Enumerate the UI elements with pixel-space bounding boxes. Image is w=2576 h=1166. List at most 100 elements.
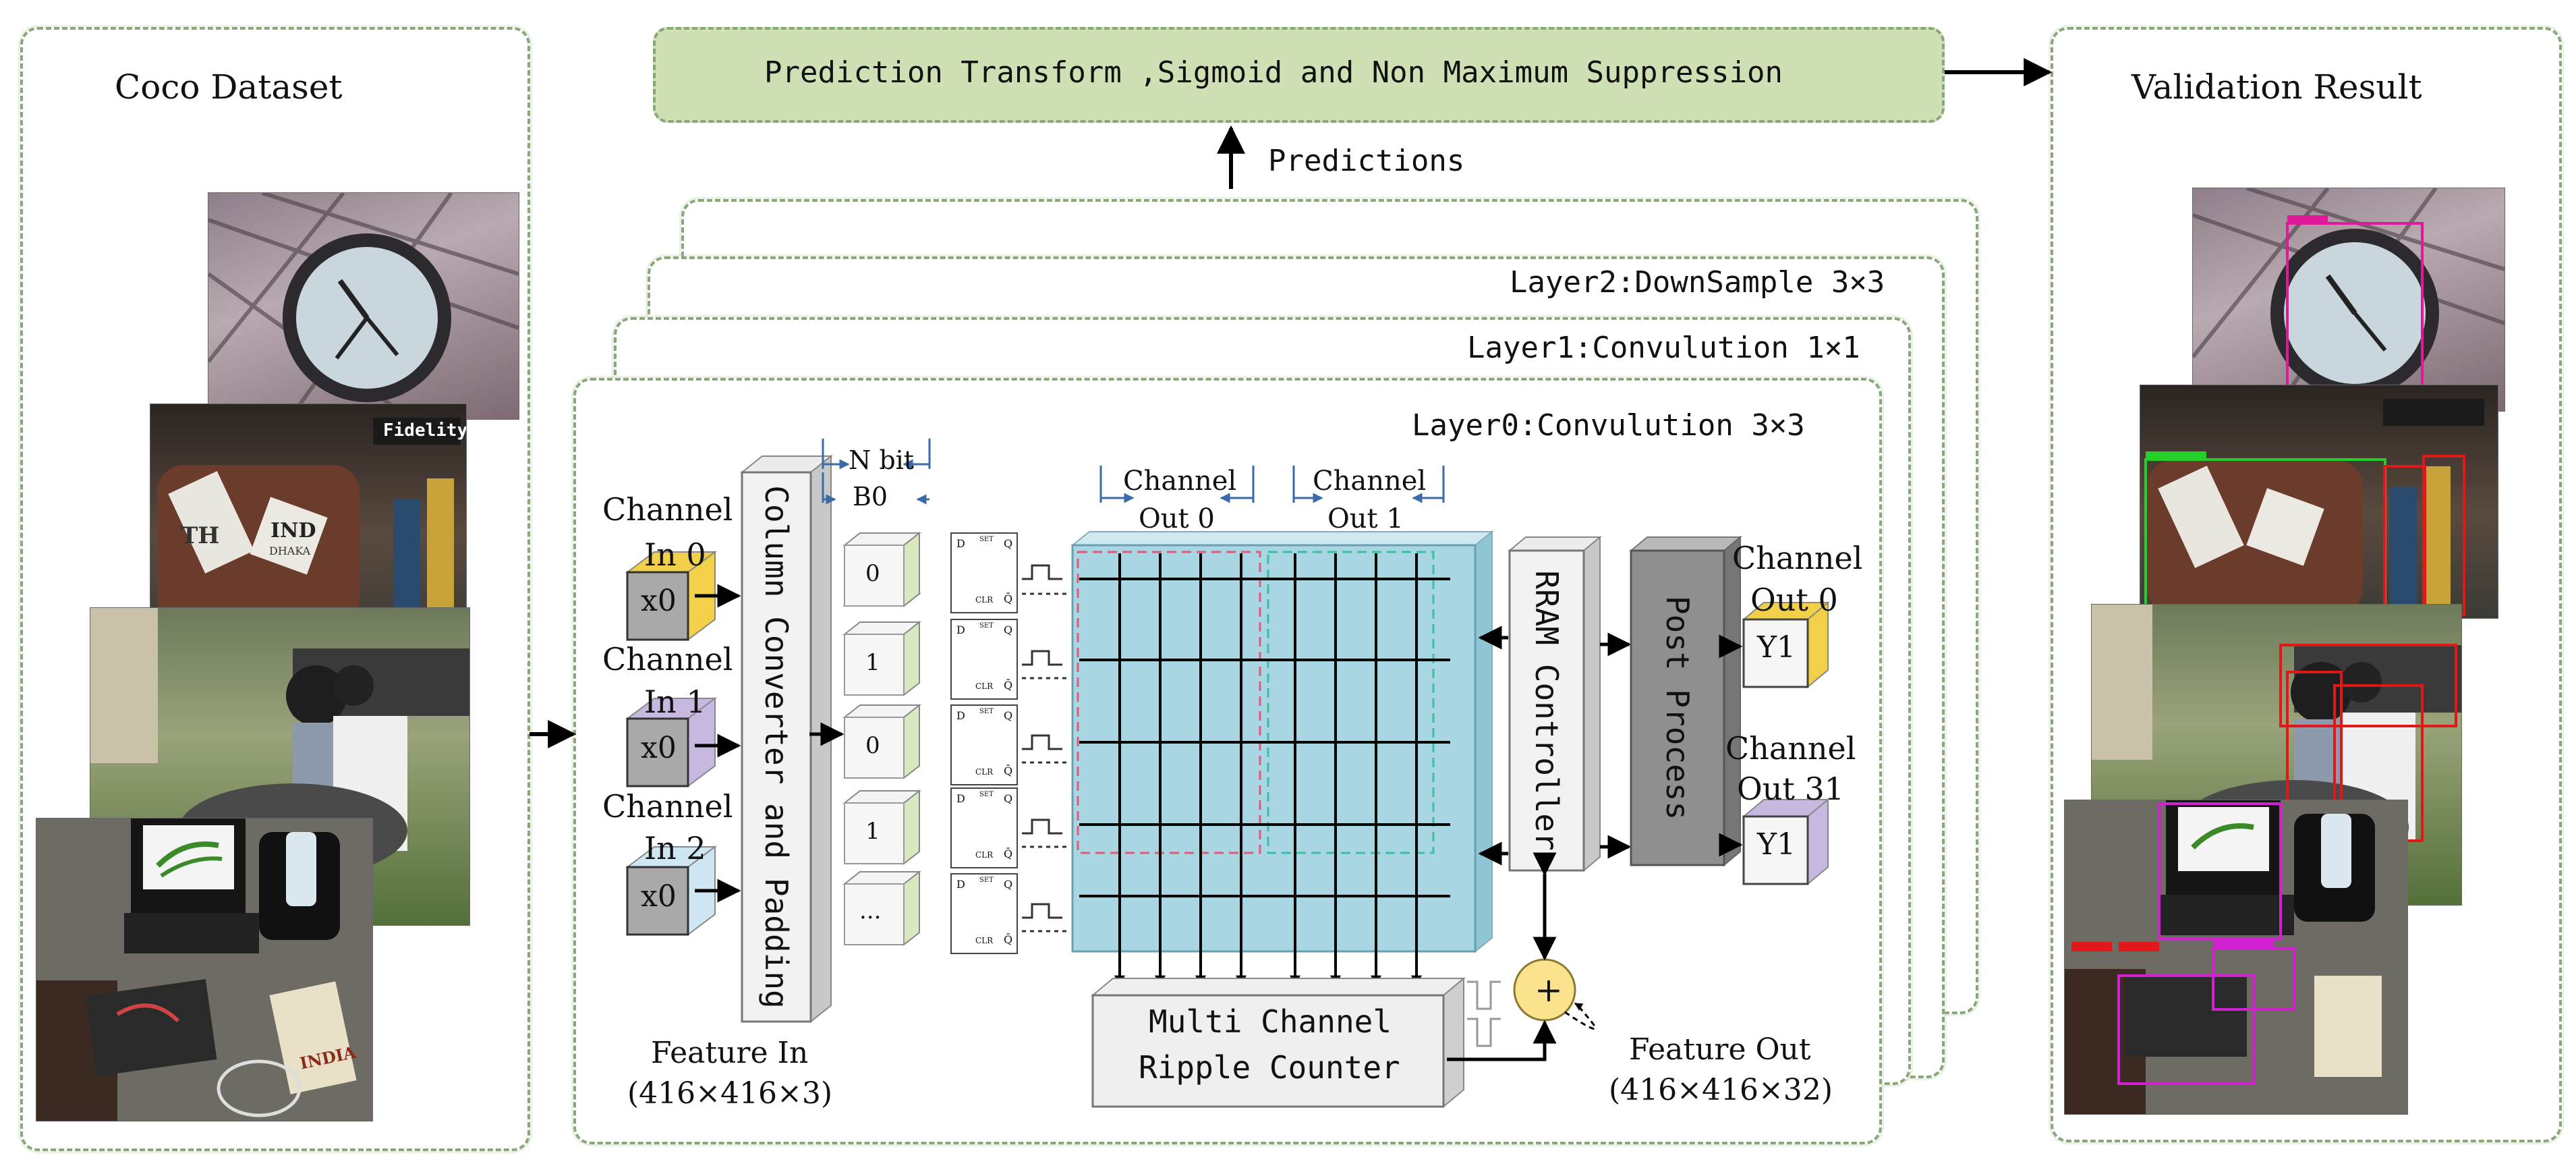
input-2-label-line1: Channel (602, 788, 733, 825)
array-channel-1-line2: Out 1 (1327, 503, 1404, 534)
layer0-label: Layer0:Convulution 3×3 (1412, 408, 1805, 443)
luggage-photo: Fidelity TH IND DHAKA (150, 404, 467, 642)
feature-out-line1: Feature Out (1629, 1032, 1811, 1067)
nbit-bracket (822, 439, 931, 505)
rram-array-rows (1079, 578, 1450, 897)
layer1-label: Layer1:Convulution 1×1 (1467, 331, 1860, 365)
bit-cube-0-text: 0 (865, 560, 880, 587)
result-clock-photo (2192, 188, 2505, 412)
post-process-label: Post Process (1659, 595, 1696, 821)
input-1-cube-text: x0 (641, 731, 677, 765)
column-converter-block (740, 454, 833, 1024)
ff2-d: D (956, 709, 965, 722)
predictions-label: Predictions (1268, 144, 1465, 178)
ff1-set: SET (979, 622, 994, 630)
ff3-d: D (956, 792, 965, 805)
array-channel-1-line1: Channel (1313, 466, 1427, 497)
bit-cube-1-text: 1 (865, 649, 880, 676)
bit-cube-2-text: 0 (865, 732, 880, 759)
ff2-q: Q (1004, 709, 1013, 722)
input-0-label-line2: In 0 (644, 536, 706, 573)
ripple-counter-block (1091, 976, 1466, 1109)
output-31-cube-text: Y1 (1757, 827, 1796, 862)
input-0-cube-text: x0 (641, 584, 677, 618)
desk-photo: INDIA (36, 818, 373, 1121)
output-31-label-line1: Channel (1725, 730, 1856, 767)
array-channel-0-line1: Channel (1123, 466, 1237, 497)
nbit-label: N bit (849, 445, 915, 475)
ff4-d: D (956, 878, 965, 891)
desk-photo-drawing (36, 818, 357, 1121)
ff2-clr: CLR (975, 767, 994, 777)
bit-cube-3 (842, 789, 921, 866)
result-clock-drawing (2193, 188, 2505, 411)
bit-cube-3-text: 1 (865, 818, 880, 845)
rram-controller-label: RRAM Controller (1528, 570, 1565, 851)
ff2-set: SET (979, 708, 994, 715)
bit-cube-0 (842, 531, 921, 608)
array-channel-0-line2: Out 0 (1139, 503, 1215, 534)
counter-label-line2: Ripple Counter (1139, 1049, 1400, 1086)
input-0-label-line1: Channel (602, 491, 733, 528)
feature-out-line2: (416×416×32) (1609, 1073, 1833, 1107)
rram-array-columns (1114, 553, 1422, 987)
feature-in-line2: (416×416×3) (627, 1076, 833, 1111)
fidelity-sign: Fidelity (383, 420, 467, 441)
output-0-label-line1: Channel (1732, 540, 1863, 576)
bag-sticker-dhaka: DHAKA (269, 545, 311, 557)
validation-result-title: Validation Result (2131, 67, 2422, 107)
layer2-label: Layer2:DownSample 3×3 (1510, 265, 1885, 300)
ff0-clr: CLR (975, 595, 994, 605)
column-converter-label: Column Converter and Padding (758, 485, 795, 1009)
bag-sticker-th: TH (181, 522, 220, 549)
bag-sticker-ind: IND (270, 519, 316, 543)
ff0-d: D (956, 537, 965, 550)
nms-label: Prediction Transform ,Sigmoid and Non Ma… (764, 55, 1783, 90)
nms-box (653, 27, 1945, 123)
luggage-photo-drawing (157, 418, 461, 634)
ff1-d: D (956, 623, 965, 636)
bit-cube-4 (842, 870, 921, 947)
ff4-set: SET (979, 877, 994, 884)
bit-cube-4-text: ... (859, 897, 882, 924)
ff2-qbar: Q̄ (1004, 765, 1013, 777)
input-cube-1 (625, 697, 717, 787)
input-1-label-line2: In 1 (644, 684, 706, 720)
output-cube-31 (1742, 798, 1830, 886)
ff4-q: Q (1004, 878, 1013, 891)
input-cube-0 (625, 551, 717, 641)
ff3-q: Q (1004, 792, 1013, 805)
input-2-cube-text: x0 (641, 879, 677, 914)
ff0-q: Q (1004, 537, 1013, 550)
ff1-clr: CLR (975, 682, 994, 691)
ff4-clr: CLR (975, 936, 994, 945)
ff3-set: SET (979, 791, 994, 798)
clock-photo (208, 192, 519, 420)
output-cube-0 (1742, 601, 1830, 689)
bit-cube-2 (842, 703, 921, 780)
input-2-label-line2: In 2 (644, 830, 706, 866)
arrow-counter-to-adder (1447, 1020, 1557, 1061)
ff0-set: SET (979, 536, 994, 543)
ff4-qbar: Q̄ (1004, 933, 1013, 946)
result-desk-photo (2064, 800, 2408, 1115)
feature-in-line1: Feature In (651, 1036, 809, 1070)
nbit-b0-label: B0 (853, 482, 888, 511)
counter-label-line1: Multi Channel (1149, 1003, 1392, 1040)
output-31-label-line2: Out 31 (1737, 771, 1844, 807)
ff0-qbar: Q̄ (1004, 592, 1013, 605)
array-channel-brackets (1099, 466, 1445, 503)
ff3-clr: CLR (975, 850, 994, 860)
ff1-qbar: Q̄ (1004, 679, 1013, 692)
clock-photo-drawing (208, 193, 519, 419)
output-0-label-line2: Out 0 (1750, 582, 1838, 618)
adder-feedback-loop (1564, 1002, 1597, 1030)
ff1-q: Q (1004, 623, 1013, 636)
adder-clock-wave (1467, 980, 1501, 1047)
flip-flop-clock-waves (1022, 564, 1062, 919)
result-desk-drawing (2065, 800, 2382, 1114)
flip-flop-dash-links (1022, 592, 1069, 933)
output-0-cube-text: Y1 (1757, 630, 1796, 665)
bit-cube-1 (842, 620, 921, 697)
